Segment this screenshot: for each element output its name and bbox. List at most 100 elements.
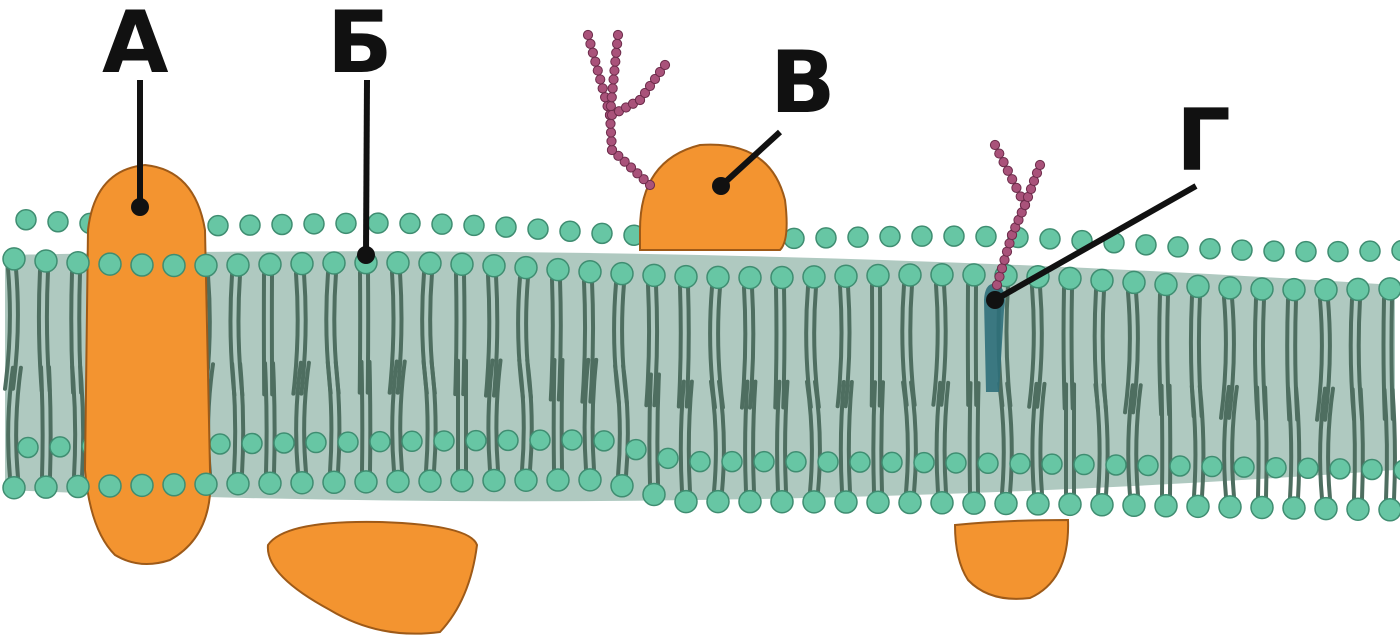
- lipid-head: [34, 475, 58, 499]
- lipid-head: [98, 474, 122, 498]
- lipid-head: [1250, 277, 1274, 301]
- lipid-head: [785, 451, 807, 473]
- lipid-head: [962, 491, 986, 515]
- lipid-head: [322, 470, 346, 495]
- lipid-tail: [838, 380, 846, 495]
- lipid-head: [817, 451, 839, 473]
- sugar-bead: [999, 254, 1010, 266]
- lipid-head: [209, 433, 231, 455]
- lipid-tail: [429, 359, 438, 474]
- lipid-head: [17, 436, 39, 459]
- lipid-head: [1199, 237, 1221, 260]
- sugar-bead: [610, 56, 621, 67]
- sugar-bead: [1002, 165, 1013, 176]
- lipid-head: [898, 263, 922, 287]
- lipid-tail: [1230, 384, 1239, 499]
- sugar-bead: [996, 263, 1008, 274]
- lipid-head: [721, 450, 743, 473]
- lipid-head: [367, 212, 389, 234]
- lipid-head: [770, 265, 794, 290]
- lipid-tail: [294, 360, 303, 475]
- lipid-tail: [1167, 383, 1173, 498]
- sugar-bead: [606, 136, 617, 147]
- lipid-head: [1009, 452, 1031, 475]
- lipid-tail: [773, 285, 779, 410]
- lipid-tail: [390, 359, 399, 474]
- lipid-head: [1154, 272, 1178, 297]
- sugar-bead: [606, 92, 617, 103]
- lipid-head: [770, 489, 794, 514]
- lipid-head: [1297, 457, 1319, 480]
- lipid-head: [1218, 276, 1242, 300]
- lipid-tail: [517, 358, 526, 473]
- lipid-head: [305, 431, 327, 454]
- sugar-bead: [639, 87, 651, 99]
- lipid-head: [561, 429, 583, 451]
- sugar-bead: [1011, 182, 1022, 193]
- sugar-bead: [1001, 246, 1013, 257]
- sugar-bead: [1007, 174, 1018, 185]
- sugar-bead: [597, 83, 608, 94]
- sugar-bead: [608, 74, 619, 85]
- lipid-head: [738, 489, 762, 514]
- lipid-head: [1058, 266, 1082, 291]
- peripheral-protein: [266, 520, 479, 635]
- lipid-head: [930, 262, 954, 287]
- lipid-head: [977, 452, 999, 475]
- pointer-line-v: [718, 129, 783, 189]
- lipid-head: [911, 225, 933, 247]
- lipid-head: [2, 475, 26, 500]
- lipid-tail: [783, 379, 790, 494]
- lipid-tail: [1038, 381, 1047, 496]
- lipid-tail: [751, 379, 758, 494]
- glycoprotein: [639, 143, 788, 251]
- label-g: Г: [1176, 91, 1231, 191]
- sugar-bead: [592, 65, 603, 76]
- lipid-head: [273, 432, 295, 454]
- lipid-head: [303, 213, 325, 235]
- lipid-head: [418, 251, 442, 275]
- sugar-bead: [582, 29, 594, 41]
- lipid-head: [962, 263, 986, 287]
- lipid-head: [482, 468, 506, 493]
- lipid-tail: [6, 365, 15, 480]
- lipid-tail: [325, 360, 334, 475]
- pointer-dot-b: [357, 246, 375, 264]
- lipid-head: [815, 227, 837, 249]
- lipid-head: [1122, 270, 1146, 295]
- lipid-tail: [299, 271, 308, 396]
- lipid-head: [335, 212, 357, 235]
- lipid-tail: [238, 361, 246, 476]
- sugar-bead: [994, 271, 1005, 282]
- sugar-bead: [585, 38, 596, 49]
- lipid-head: [47, 210, 69, 233]
- lipid-tail: [1030, 381, 1039, 496]
- lipid-tail: [14, 365, 23, 480]
- lipid-head: [15, 208, 37, 231]
- lipid-tail: [461, 272, 467, 397]
- lipid-tail: [1255, 385, 1261, 500]
- lipid-head: [849, 451, 871, 473]
- lipid-head: [1314, 496, 1338, 521]
- lipid-head: [642, 482, 666, 507]
- lipid-head: [593, 430, 615, 452]
- lipid-head: [610, 474, 634, 498]
- lipid-head: [1378, 498, 1400, 522]
- lipid-tail: [590, 357, 599, 472]
- lipid-tail: [271, 361, 277, 476]
- lipid-tail: [1035, 284, 1044, 409]
- lipid-tail: [739, 285, 748, 410]
- lipid-tail: [11, 266, 20, 391]
- lipid-head: [1135, 234, 1157, 256]
- lipid-head: [1233, 456, 1255, 478]
- lipid-head: [1167, 236, 1189, 258]
- lipid-head: [431, 213, 453, 235]
- lipid-head: [465, 429, 487, 452]
- lipid-head: [802, 265, 826, 289]
- sugar-bead: [605, 118, 616, 129]
- lipid-head: [463, 214, 485, 237]
- transmembrane-protein-icon: [83, 163, 212, 565]
- lipid-tail: [676, 284, 683, 409]
- lipid-head: [1391, 240, 1400, 262]
